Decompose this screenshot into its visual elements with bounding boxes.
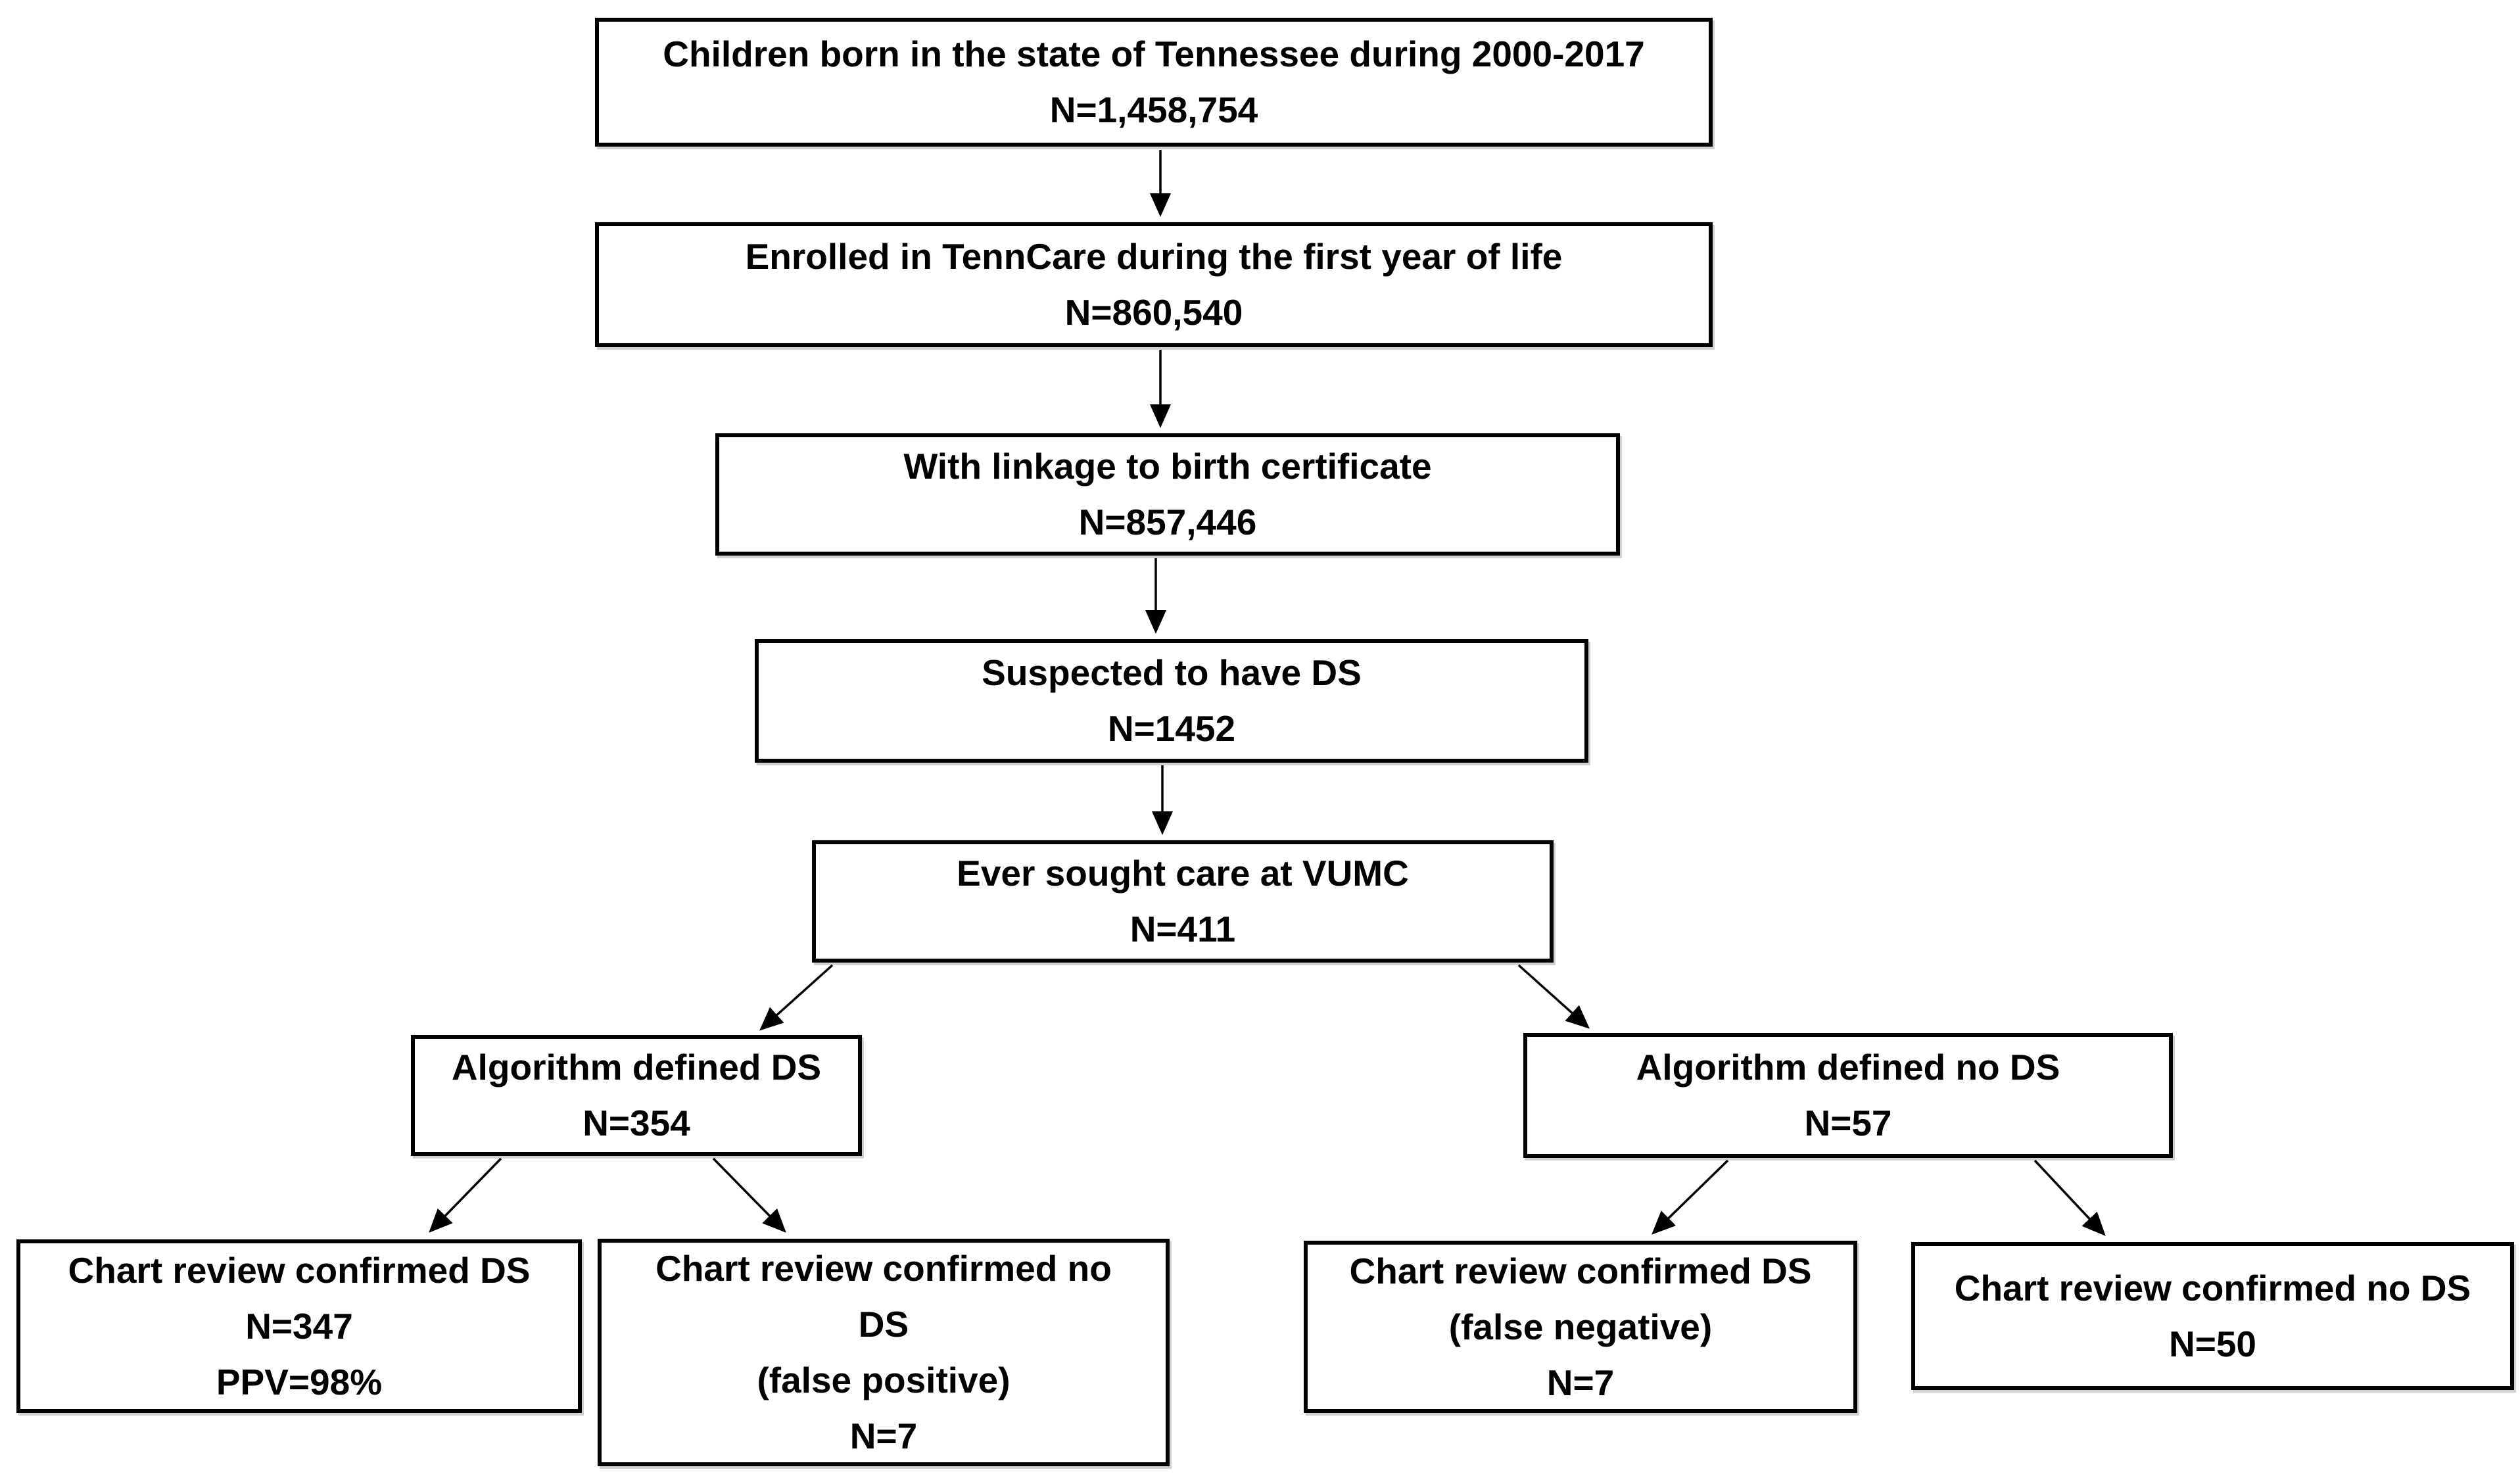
node-birth-certificate-count: N=857,446 (1078, 502, 1257, 542)
node-vumc: Ever sought care at VUMC N=411 (812, 840, 1554, 963)
node-confirmed-ds-count: N=347 (245, 1305, 353, 1347)
node-false-negative: Chart review confirmed DS (false negativ… (1304, 1241, 1857, 1413)
node-confirmed-no-ds-count: N=50 (2168, 1323, 2256, 1364)
node-false-negative-label: Chart review confirmed DS (1349, 1250, 1812, 1291)
node-confirmed-no-ds: Chart review confirmed no DS N=50 (1911, 1242, 2514, 1390)
node-algorithm-no-ds-count: N=57 (1804, 1103, 1892, 1143)
node-vumc-label: Ever sought care at VUMC (957, 853, 1409, 894)
node-suspected-ds: Suspected to have DS N=1452 (755, 639, 1588, 763)
arrow-algorithmnods-confirmednods (2033, 1159, 2106, 1236)
node-algorithm-ds-count: N=354 (582, 1103, 690, 1143)
node-confirmed-ds: Chart review confirmed DS N=347 PPV=98% (16, 1239, 582, 1413)
node-false-positive-count: N=7 (849, 1416, 918, 1456)
node-birth-certificate-label: With linkage to birth certificate (903, 446, 1432, 487)
node-suspected-ds-count: N=1452 (1107, 708, 1236, 749)
arrow-vumc-algorithmds (759, 964, 834, 1031)
node-false-negative-qualifier: (false negative) (1448, 1306, 1713, 1347)
node-false-positive-label-line1: Chart review confirmed no (655, 1248, 1112, 1289)
node-algorithm-no-ds: Algorithm defined no DS N=57 (1523, 1033, 2173, 1158)
node-confirmed-ds-label: Chart review confirmed DS (68, 1249, 531, 1291)
node-birth-certificate: With linkage to birth certificate N=857,… (715, 433, 1620, 556)
node-false-positive-label-line2: DS (858, 1304, 909, 1345)
node-births-label: Children born in the state of Tennessee … (663, 34, 1645, 74)
node-vumc-count: N=411 (1129, 909, 1236, 949)
node-tenncare-label: Enrolled in TennCare during the first ye… (745, 236, 1563, 277)
node-confirmed-no-ds-label: Chart review confirmed no DS (1954, 1267, 2471, 1308)
node-births: Children born in the state of Tennessee … (595, 18, 1713, 147)
arrow-algorithmds-confirmedds (429, 1157, 502, 1233)
node-algorithm-ds-label: Algorithm defined DS (451, 1047, 822, 1088)
arrow-algorithmnods-falseneg (1652, 1159, 1729, 1235)
node-tenncare: Enrolled in TennCare during the first ye… (595, 222, 1713, 347)
node-tenncare-count: N=860,540 (1064, 292, 1243, 333)
node-false-negative-count: N=7 (1546, 1362, 1615, 1403)
node-births-count: N=1,458,754 (1049, 89, 1258, 130)
arrow-algorithmds-falsepos (712, 1157, 786, 1233)
node-false-positive: Chart review confirmed no DS (false posi… (598, 1239, 1170, 1466)
node-false-positive-qualifier: (false positive) (757, 1360, 1010, 1400)
arrow-vumc-algorithmnods (1517, 964, 1590, 1029)
node-algorithm-ds: Algorithm defined DS N=354 (411, 1035, 862, 1156)
node-suspected-ds-label: Suspected to have DS (982, 652, 1362, 693)
node-confirmed-ds-ppv: PPV=98% (216, 1361, 383, 1402)
node-algorithm-no-ds-label: Algorithm defined no DS (1636, 1047, 2060, 1088)
